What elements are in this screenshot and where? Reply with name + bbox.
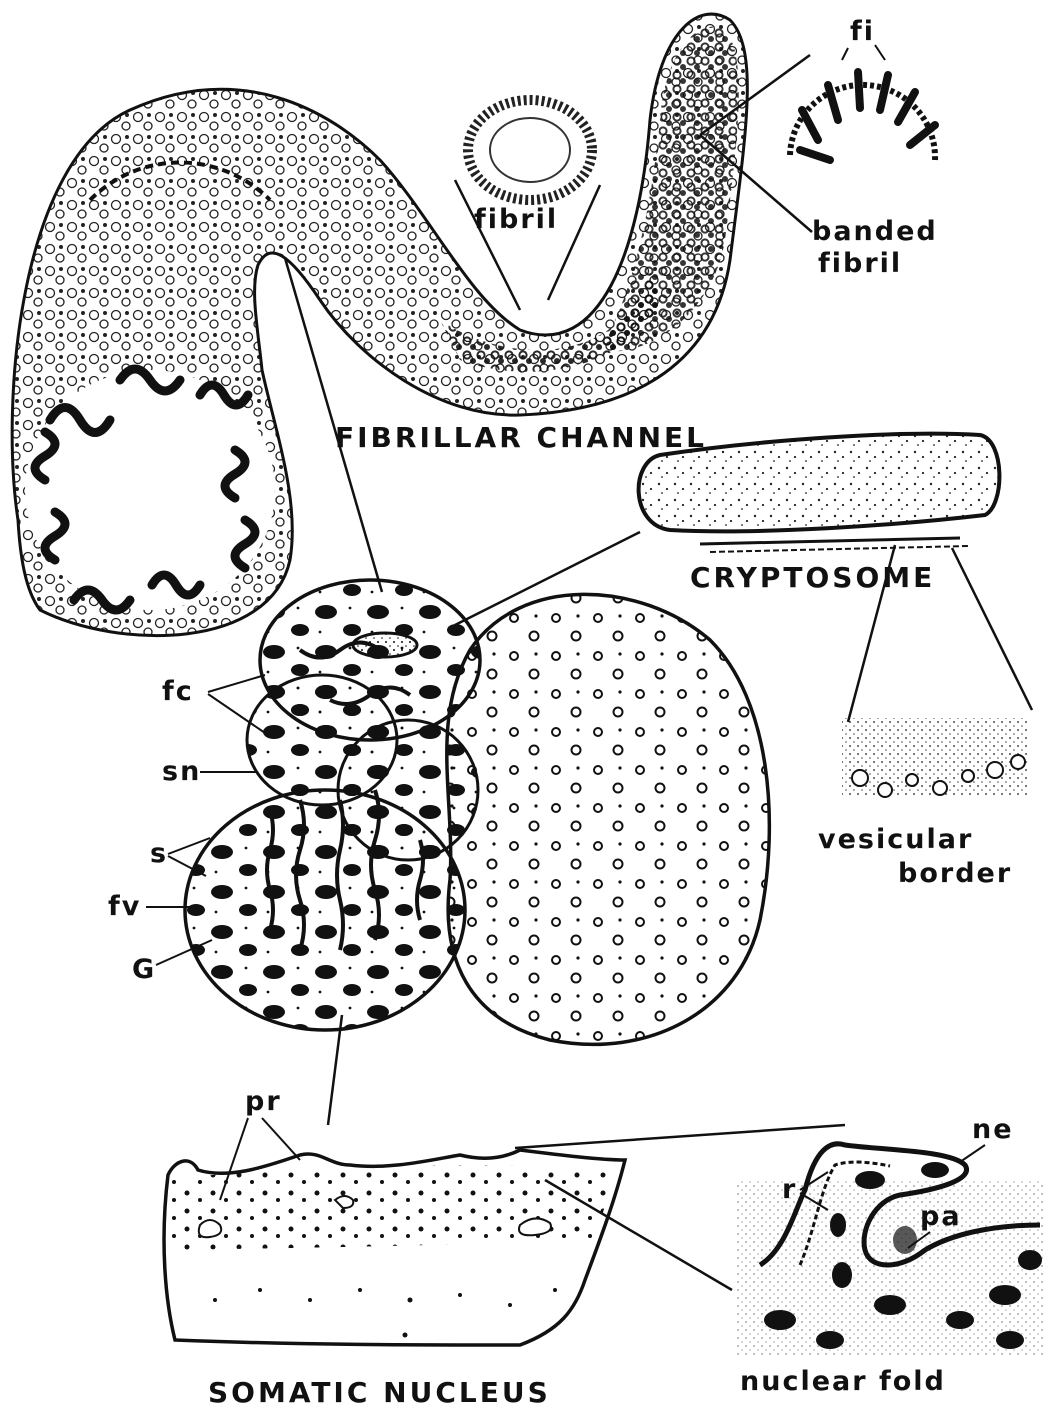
fc-label: fc <box>162 676 194 707</box>
banded-fibril-label-line2: fibril <box>818 248 902 279</box>
somatic-nucleus-title: SOMATIC NUCLEUS <box>208 1376 551 1409</box>
fi-bracket <box>842 45 885 60</box>
banded-fibril-label-line1: banded <box>812 216 938 247</box>
fi-label: fi <box>850 16 875 47</box>
cryptosome-title: CRYPTOSOME <box>690 561 935 594</box>
vesicular-border-inset: vesicular border <box>818 545 1032 889</box>
cryptosome-in-cell <box>353 633 417 657</box>
vesicular-border-label-line2: border <box>898 858 1012 889</box>
fibril-leader-right <box>548 185 600 300</box>
pa-label: pa <box>920 1201 962 1232</box>
cryptosome-drawing: CRYPTOSOME <box>455 434 999 625</box>
ne-label: ne <box>972 1114 1014 1145</box>
nuclear-fold-inset: ne r pa nuclear fold <box>735 1114 1045 1397</box>
nuclear-fold-label: nuclear fold <box>740 1366 946 1397</box>
G-label: G <box>132 954 156 985</box>
nuclear-fold-leader-top <box>515 1125 845 1148</box>
vesicular-border-label-line1: vesicular <box>818 824 973 855</box>
fibril-inset: fibril <box>455 100 600 310</box>
fibrillar-channel-drawing <box>12 14 747 636</box>
fv-label: fv <box>108 891 141 922</box>
somatic-nucleus-dense-zone <box>168 1166 615 1250</box>
fibrillar-channel-title: FIBRILLAR CHANNEL <box>335 421 707 454</box>
sn-label: sn <box>162 756 201 787</box>
s-label: s <box>150 838 168 869</box>
pr-label: pr <box>245 1086 282 1117</box>
large-nucleus <box>447 594 770 1044</box>
fibril-label: fibril <box>474 204 558 235</box>
cell-upper <box>260 580 480 740</box>
r-label: r <box>782 1174 797 1205</box>
